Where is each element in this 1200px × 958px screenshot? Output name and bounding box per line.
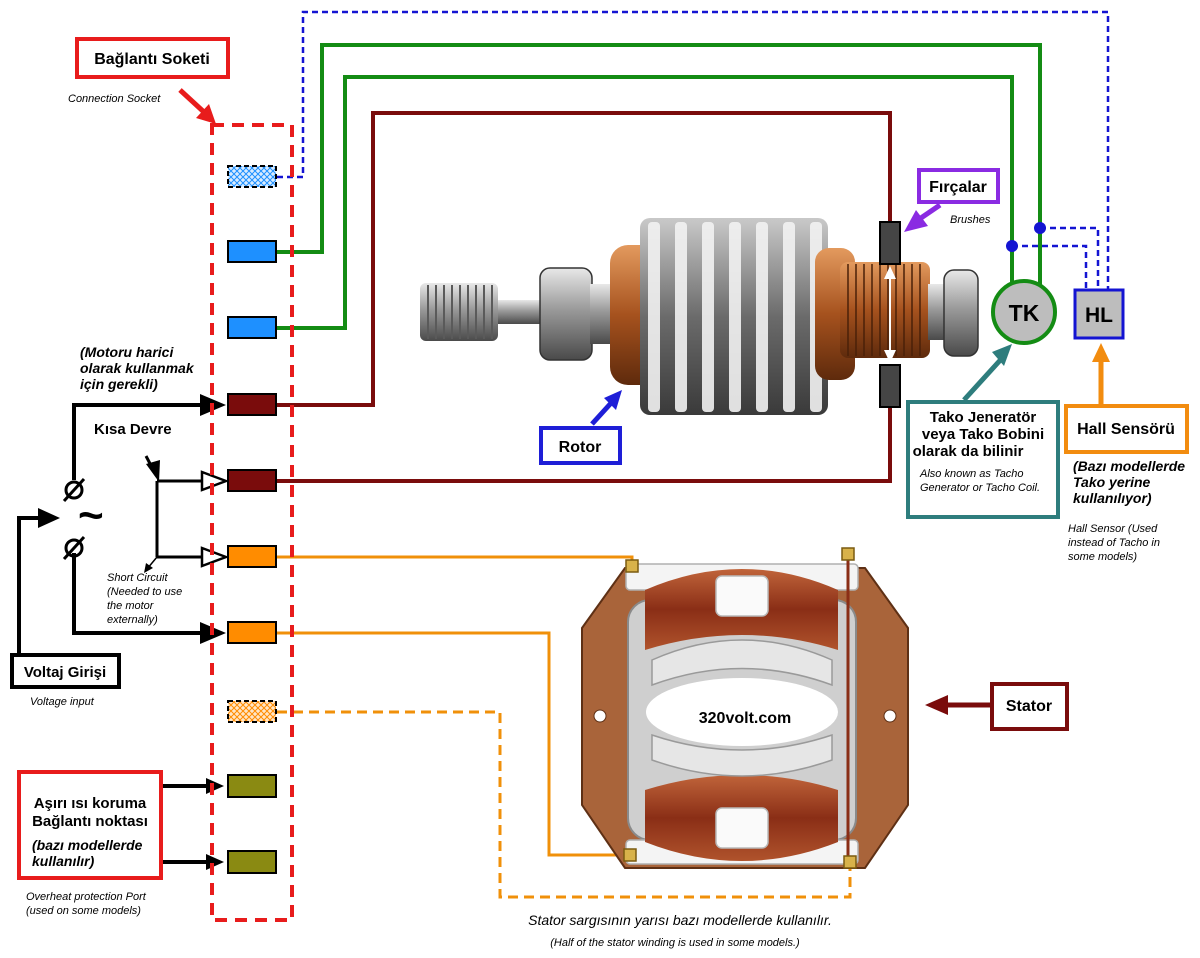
connection-socket — [210, 123, 294, 922]
rotor-bearing-left — [539, 267, 593, 361]
tacho-line-3: olarak da bilinir — [913, 443, 1024, 460]
overheat-line-2: Bağlantı noktası — [32, 813, 148, 830]
hall-label: Hall Sensörü (Bazı modellerde Tako yerin… — [1064, 343, 1189, 563]
hall-italic-1: (Bazı modellerde — [1073, 458, 1185, 474]
overheat-sub-1: Overheat protection Port — [26, 891, 147, 903]
brushes — [879, 221, 901, 408]
tacho-line-2: veya Tako Bobini — [922, 426, 1044, 443]
tacho-label: Tako Jeneratör veya Tako Bobini olarak d… — [906, 344, 1060, 519]
hall-sub-1: Hall Sensor (Used — [1068, 523, 1158, 535]
brushes-title: Fırçalar — [929, 179, 987, 196]
stator-terminal — [623, 848, 637, 862]
hall-sensor-square-icon — [1073, 288, 1125, 340]
socket-title: Bağlantı Soketi Connection Socket — [68, 37, 230, 124]
short-sub-3: the motor — [107, 600, 155, 612]
short-sub-1: Short Circuit — [107, 572, 168, 584]
motor-note-2: olarak kullanmak — [80, 360, 195, 376]
rotor-commutator — [840, 262, 930, 358]
hall-sensor: HL — [1073, 288, 1125, 340]
brush-top — [879, 221, 901, 265]
stator-terminal — [625, 559, 639, 573]
tacho-generator: TK — [991, 279, 1057, 345]
wire-orange-dashed — [277, 710, 852, 899]
tacho-line-1: Tako Jeneratör — [930, 409, 1037, 426]
switch-contact-icon — [64, 480, 84, 500]
wire-brown-1 — [277, 111, 892, 407]
motor-external-note: (Motoru harici olarak kullanmak için ger… — [80, 344, 195, 392]
short-sub-2: (Needed to use — [107, 586, 182, 598]
voltage-circuit: ~ — [17, 394, 230, 656]
junction-dot — [1034, 222, 1046, 234]
socket-pin-blue-2 — [227, 316, 277, 339]
wire-blue-dashed-top — [277, 10, 1110, 290]
switch-contact-icon — [64, 538, 84, 558]
hl-label: HL — [1085, 304, 1113, 327]
hall-sub-3: some models) — [1068, 551, 1137, 563]
stator-note: Stator sargısının yarısı bazı modellerde… — [528, 912, 832, 949]
short-sub-4: externally) — [107, 614, 158, 626]
voltage-input-label: Voltaj Girişi Voltage input — [10, 653, 121, 708]
wire-green-2 — [277, 75, 1014, 330]
hall-italic-3: kullanılıyor) — [1073, 490, 1152, 506]
stator-note-subtext: (Half of the stator winding is used in s… — [550, 937, 800, 949]
stator-label: Stator — [925, 682, 1069, 731]
watermark: 320volt.com — [699, 710, 791, 727]
socket-pin-olive-2 — [227, 850, 277, 874]
rotor-bearing-right — [943, 269, 979, 357]
hall-sub-2: instead of Tacho in — [1068, 537, 1160, 549]
socket-pin-optional-orange — [227, 700, 277, 723]
overheat-sub-2: (used on some models) — [26, 905, 141, 917]
junction-dot — [1006, 240, 1018, 252]
voltage-title: Voltaj Girişi — [24, 664, 106, 681]
socket-pin-orange-2 — [227, 621, 277, 644]
overheat-italic-2: kullanılır) — [32, 853, 95, 869]
brushes-label: Fırçalar Brushes — [904, 168, 1000, 232]
wire-blue-dashed-tk1 — [1012, 244, 1088, 290]
socket-subtitle: Connection Socket — [68, 93, 161, 105]
socket-outline — [210, 123, 294, 922]
tacho-sub-2: Generator or Tacho Coil. — [920, 482, 1040, 494]
hall-italic-2: Tako yerine — [1073, 474, 1151, 490]
motor-note-3: için gerekli) — [80, 376, 158, 392]
wires — [162, 10, 1110, 899]
stator-terminal — [843, 855, 857, 869]
socket-pin-olive-1 — [227, 774, 277, 798]
tacho-sub-1: Also known as Tacho — [919, 468, 1024, 480]
socket-pin-optional-blue — [227, 165, 277, 188]
socket-pin-brown-2 — [227, 469, 277, 492]
socket-pin-blue-1 — [227, 240, 277, 263]
socket-pin-orange-1 — [227, 545, 277, 568]
overheat-italic-1: (bazı modellerde — [32, 837, 143, 853]
wire-blue-dashed-tk2 — [1040, 226, 1100, 290]
stator-assembly: 320volt.com — [581, 547, 909, 869]
kisa-devre-text: Kısa Devre — [94, 421, 172, 438]
short-circuit-label: Kısa Devre Short Circuit (Needed to use … — [94, 421, 182, 626]
stator-title: Stator — [1006, 698, 1052, 715]
brushes-subtitle: Brushes — [950, 214, 991, 226]
wire-orange-1 — [277, 555, 634, 570]
wire-brown-2 — [277, 405, 892, 483]
wire-green-1 — [277, 43, 1042, 294]
socket-title-text: Bağlantı Soketi — [94, 51, 210, 68]
voltage-subtitle: Voltage input — [30, 696, 95, 708]
rotor-title: Rotor — [559, 439, 602, 456]
stator-note-text: Stator sargısının yarısı bazı modellerde… — [528, 912, 832, 928]
ac-source-icon: ~ — [78, 491, 104, 540]
motor-note-1: (Motoru harici — [80, 344, 174, 360]
hall-title: Hall Sensörü — [1077, 421, 1175, 438]
overheat-line-1: Aşırı ısı koruma — [34, 795, 147, 812]
socket-pin-brown-1 — [227, 393, 277, 416]
rotor-label: Rotor — [539, 390, 622, 465]
tk-label: TK — [1009, 300, 1040, 326]
wire-orange-2 — [277, 631, 628, 857]
brush-bottom — [879, 364, 901, 408]
tacho-generator-circle-icon — [991, 279, 1057, 345]
rotor-armature — [420, 218, 979, 415]
overheat-label: Aşırı ısı koruma Bağlantı noktası (bazı … — [17, 770, 163, 917]
stator-terminal — [841, 547, 855, 561]
